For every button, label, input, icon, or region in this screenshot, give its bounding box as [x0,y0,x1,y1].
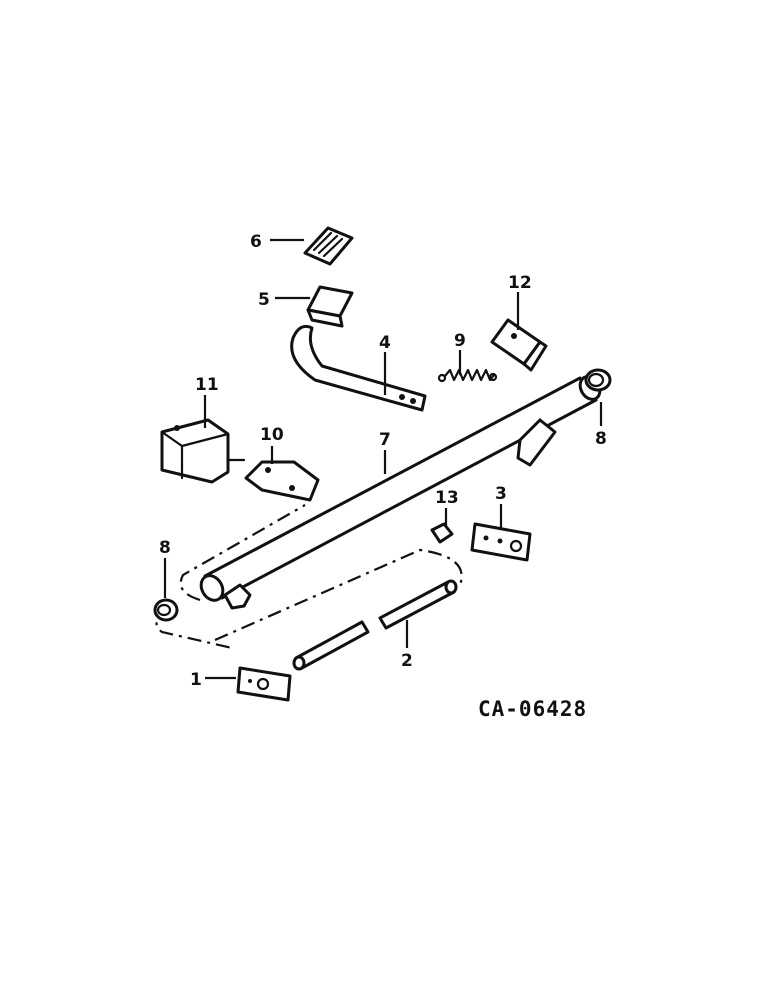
callout-4: 4 [379,333,391,353]
part-5-pedal [306,285,354,328]
document-number: CA-06428 [478,697,587,721]
part-11-switch [160,418,246,484]
callout-7: 7 [379,430,391,450]
part-10-switch-bracket [244,460,320,502]
callout-6: 6 [250,232,262,252]
part-6-pedal-pad [303,226,354,266]
part-13-clip [430,522,454,544]
callout-8-right: 8 [595,429,607,449]
callout-12: 12 [508,273,532,293]
part-4-pedal-arm [290,324,427,412]
part-12-bracket [490,318,548,372]
callout-labels: 6 5 4 9 12 8 11 10 7 13 3 8 2 1 [159,232,607,690]
part-3-plate [470,522,532,562]
callout-5: 5 [258,290,270,310]
part-1-plate [236,666,292,702]
leader-lines [163,238,603,680]
part-7-cross-shaft [199,375,602,610]
callout-11: 11 [195,375,219,395]
part-2-pins [292,579,458,671]
part-8-bushing-right [584,368,612,392]
callout-8-left: 8 [159,538,171,558]
part-8-bushing-left [153,598,179,622]
callout-2: 2 [401,651,413,671]
callout-3: 3 [495,484,507,504]
callout-10: 10 [260,425,284,445]
callout-13: 13 [435,488,459,508]
callout-1: 1 [190,670,202,690]
callout-9: 9 [454,331,466,351]
part-9-spring [437,368,498,383]
